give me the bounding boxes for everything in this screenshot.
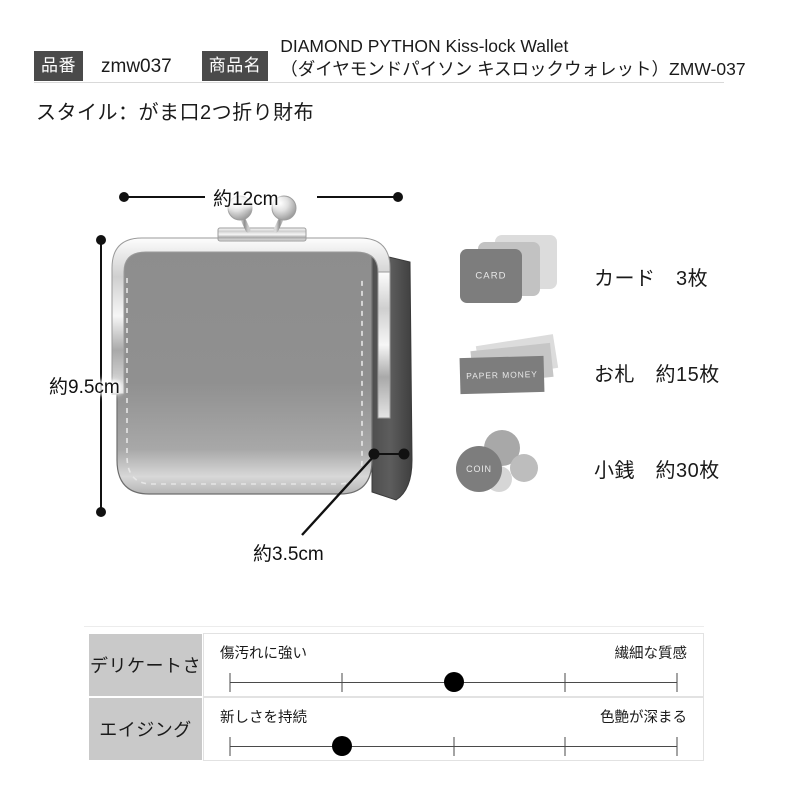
paper-money-icon-text: PAPER MONEY <box>466 369 538 381</box>
capacity-row-paper-money: PAPER MONEY お札 約15枚 <box>448 324 778 420</box>
clasp-plate <box>217 227 307 242</box>
rating-row-delicate: デリケートさ 傷汚れに強い 繊細な質感 <box>88 633 704 697</box>
rating-name-delicate: デリケートさ <box>88 633 203 697</box>
rating-name-aging: エイジング <box>88 697 203 761</box>
product-header: 品番 zmw037 商品名 DIAMOND PYTHON Kiss-lock W… <box>34 30 746 82</box>
style-line: スタイル：がま口2つ折り財布 <box>36 102 315 124</box>
rating-left-label-aging: 新しさを持続 <box>220 710 307 726</box>
rating-marker <box>331 736 352 756</box>
rating-tick <box>229 673 231 692</box>
card-icon: CARD <box>448 230 578 322</box>
header-divider <box>34 82 724 83</box>
width-dimension-label: 約12cm <box>213 189 279 210</box>
rating-tick <box>564 737 566 756</box>
card-icon-text: CARD <box>475 270 507 282</box>
capacity-row-coin: COIN 小銭 約30枚 <box>448 420 778 516</box>
paper-money-icon-front: PAPER MONEY <box>459 355 545 395</box>
product-name-ja: （ダイヤモンドパイソン キスロックウォレット）ZMW-037 <box>280 59 746 80</box>
wallet-stitching <box>126 278 363 485</box>
rating-axis-delicate <box>229 671 678 693</box>
kiss-lock-frame-right <box>377 271 391 419</box>
depth-dimension-label: 約3.5cm <box>253 544 324 565</box>
capacity-label-paper-money: お札 約15枚 <box>594 363 720 386</box>
rating-row-aging: エイジング 新しさを持続 色艶が深まる <box>88 697 704 761</box>
sku-value: zmw037 <box>101 56 172 77</box>
product-header-row: 品番 zmw037 商品名 DIAMOND PYTHON Kiss-lock W… <box>34 30 746 82</box>
height-dimension-line <box>96 235 106 517</box>
coin-icon: COIN <box>448 422 578 514</box>
clasp-ball-left <box>227 195 253 221</box>
capacity-label-card: カード 3枚 <box>594 267 709 290</box>
rating-tick <box>229 737 231 756</box>
rating-tick <box>341 673 343 692</box>
product-name-tag: 商品名 <box>201 51 269 81</box>
wallet-body <box>116 245 373 495</box>
depth-dimension-line <box>301 448 410 536</box>
wallet-diagram: 約12cm 約9.5cm 約3.5cm <box>0 160 430 580</box>
capacity-row-card: CARD カード 3枚 <box>448 228 778 324</box>
rating-tick <box>676 673 678 692</box>
rating-right-label-aging: 色艶が深まる <box>600 710 687 726</box>
rating-tick <box>564 673 566 692</box>
capacity-label-coin: 小銭 約30枚 <box>594 459 720 482</box>
rating-tick <box>676 737 678 756</box>
wallet-illustration <box>96 185 413 536</box>
rating-table: デリケートさ 傷汚れに強い 繊細な質感 エイジング 新しさを持続 <box>88 633 704 761</box>
rating-left-label-delicate: 傷汚れに強い <box>220 646 307 662</box>
coin-icon-text: COIN <box>466 464 492 474</box>
rating-tick <box>453 737 454 756</box>
rating-right-label-delicate: 繊細な質感 <box>614 646 688 662</box>
rating-marker <box>443 672 464 692</box>
coin-icon-circle-1: COIN <box>456 446 502 492</box>
width-dimension-line <box>119 185 403 209</box>
product-name-en: DIAMOND PYTHON Kiss-lock Wallet <box>280 35 569 56</box>
rating-scale-aging: 新しさを持続 色艶が深まる <box>203 697 704 761</box>
clasp-ball-right <box>271 195 297 221</box>
rating-scale-delicate: 傷汚れに強い 繊細な質感 <box>203 633 704 697</box>
height-dimension-label: 約9.5cm <box>49 377 120 398</box>
product-name-block: DIAMOND PYTHON Kiss-lock Wallet （ダイヤモンドパ… <box>268 35 745 82</box>
capacity-list: CARD カード 3枚 PAPER MONEY お札 約15枚 COIN 小銭 … <box>448 228 778 516</box>
sku-tag: 品番 <box>34 51 83 81</box>
card-icon-front: CARD <box>460 249 522 303</box>
rating-axis-aging <box>229 735 678 757</box>
paper-money-icon: PAPER MONEY <box>448 326 578 418</box>
section-divider <box>84 626 704 627</box>
coin-icon-circle-3 <box>510 454 538 482</box>
